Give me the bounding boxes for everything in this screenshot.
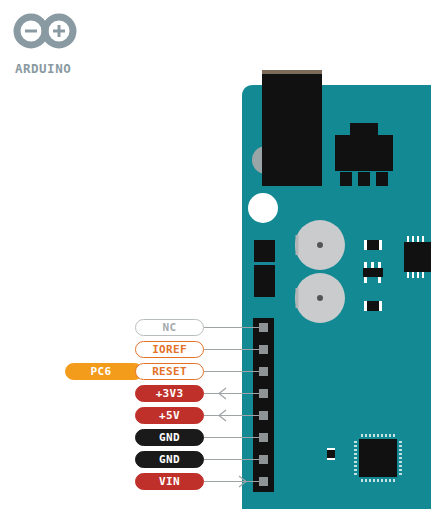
transistor [363, 268, 383, 277]
regulator [335, 135, 393, 171]
logo-signs [25, 25, 65, 37]
power-pin-label: VIN [135, 473, 204, 490]
direction-arrow [239, 476, 246, 487]
capacitor [295, 220, 345, 270]
power-pin-label: +5V [135, 407, 204, 424]
smd-part [327, 448, 335, 460]
pin-label: NC [135, 319, 204, 336]
smd-part [364, 240, 382, 250]
leader-lines [204, 328, 259, 488]
direction-arrow [219, 388, 226, 399]
pin-header [253, 318, 274, 492]
pin-label: IOREF [135, 341, 204, 358]
microcontroller [359, 439, 397, 477]
port-label: PC6 [65, 363, 143, 380]
ic [404, 242, 431, 272]
dc-jack [262, 74, 322, 186]
mount-hole-white [248, 193, 278, 223]
header-pins [259, 323, 268, 486]
ground-pin-label: GND [135, 429, 204, 446]
direction-arrow [219, 410, 226, 421]
power-pin-label: +3V3 [135, 385, 204, 402]
regulator-tab [350, 123, 378, 137]
capacitor [295, 273, 345, 323]
diode [254, 240, 275, 297]
smd-part [364, 301, 382, 311]
ground-pin-label: GND [135, 451, 204, 468]
logo-text: ARDUINO [15, 61, 71, 76]
pin-label: RESET [135, 363, 204, 380]
arduino-logo [17, 17, 73, 45]
